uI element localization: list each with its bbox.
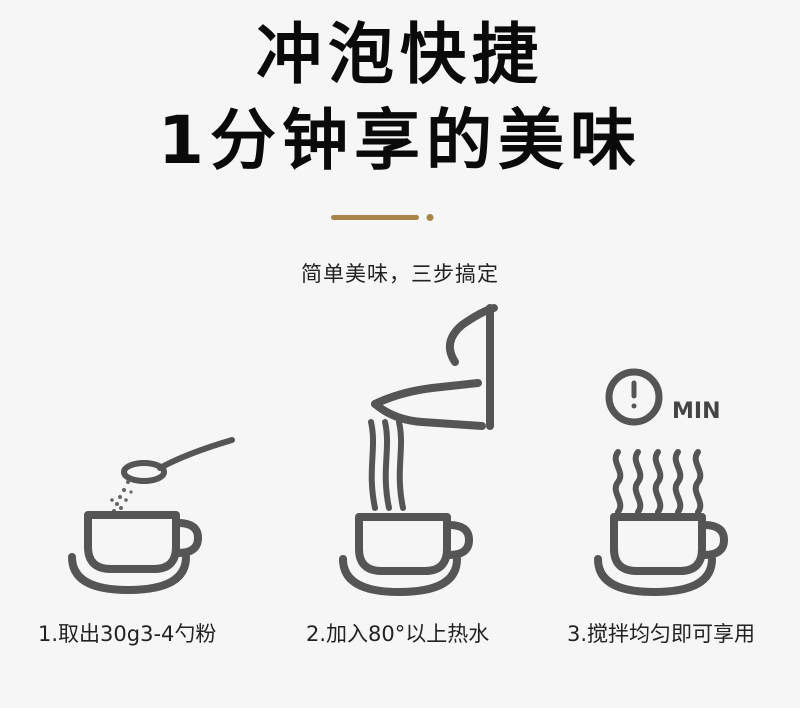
headline-line-2: 1分钟享的美味 xyxy=(158,102,642,179)
spoon-icon xyxy=(121,437,235,484)
timer-label: MIN xyxy=(672,399,721,424)
coffee-cup-icon xyxy=(68,511,202,594)
clock-icon xyxy=(605,368,663,426)
step-1-label: 1.取出30g3-4勺粉 xyxy=(38,622,217,646)
kettle-icon xyxy=(371,304,498,430)
step-3-label: 3.搅拌均匀即可享用 xyxy=(567,622,756,646)
coffee-cup-icon xyxy=(339,513,473,596)
steam-icon xyxy=(612,449,704,515)
water-stream xyxy=(368,419,406,511)
step-2-label: 2.加入80°以上热水 xyxy=(306,622,490,646)
accent-divider xyxy=(331,214,434,221)
headline-line-1: 冲泡快捷 xyxy=(256,16,544,93)
subtitle: 简单美味，三步搞定 xyxy=(301,262,499,286)
powder-dots xyxy=(110,480,133,513)
coffee-cup-icon xyxy=(594,513,728,596)
